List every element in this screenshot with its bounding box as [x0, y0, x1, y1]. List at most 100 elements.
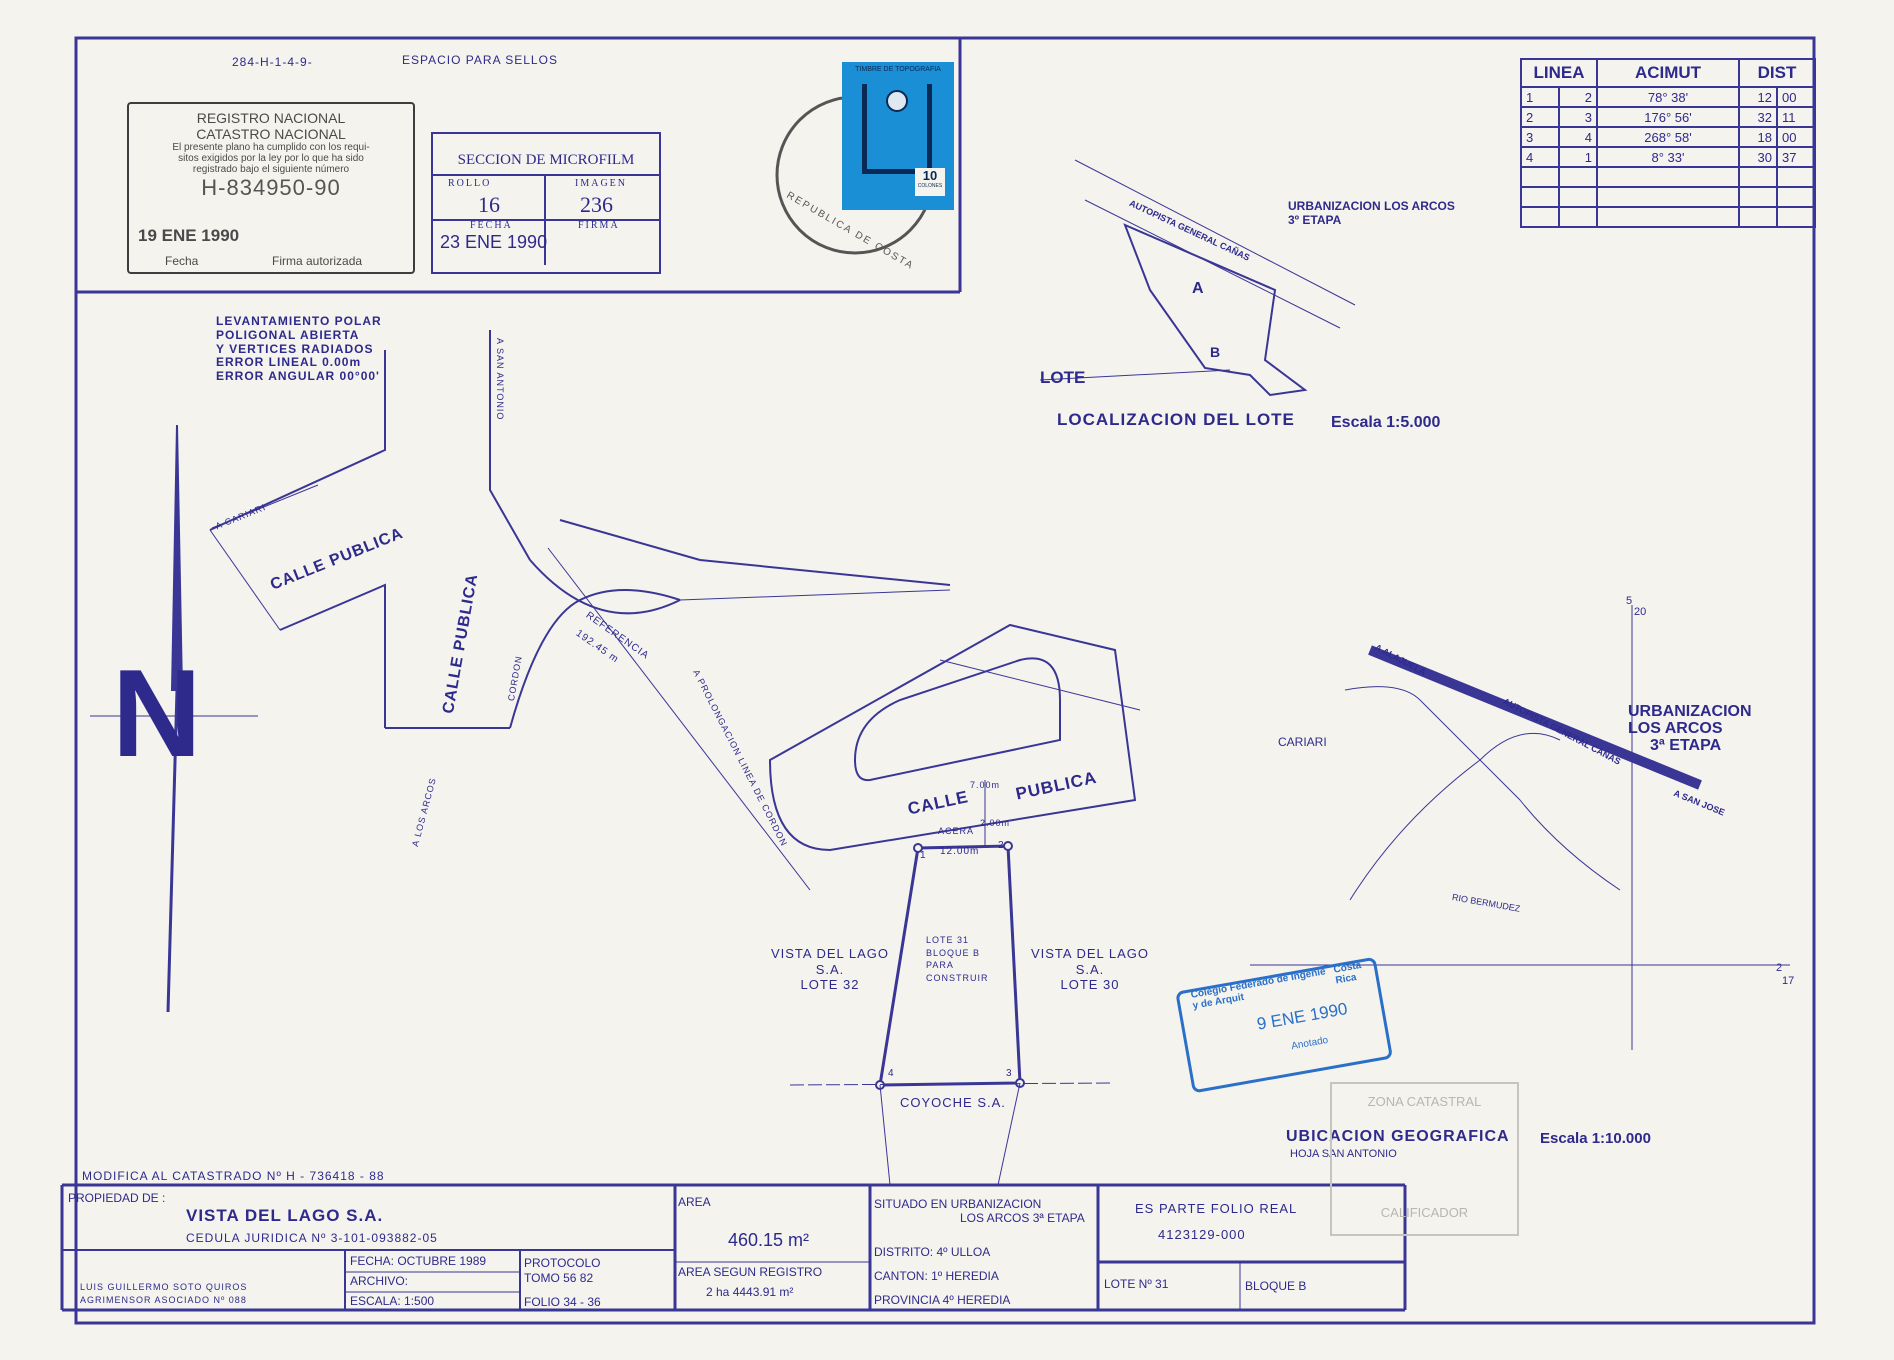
table-row: [1520, 166, 1816, 188]
situado-1: SITUADO EN URBANIZACION: [874, 1197, 1042, 1211]
geo-urb1: URBANIZACION: [1628, 703, 1752, 720]
lote31-label: LOTE 31 BLOQUE B PARA CONSTRUIR: [926, 934, 989, 984]
neighbor-right: VISTA DEL LAGO S.A. LOTE 30: [1020, 946, 1160, 993]
survey-line2: POLIGONAL ABIERTA: [216, 327, 360, 342]
lote31-line3: PARA: [926, 960, 954, 971]
stamp-value-box: 10 COLONES: [915, 168, 945, 196]
fecha: FECHA: OCTUBRE 1989: [350, 1254, 487, 1268]
area-label: AREA: [678, 1195, 711, 1209]
survey-error-lineal: ERROR LINEAL 0.00m: [216, 355, 362, 370]
microfilm-rollo-label: ROLLO: [448, 178, 492, 189]
registro-text2: sitos exigidos por la ley por lo que ha …: [178, 153, 364, 164]
loc-urb: URBANIZACION LOS ARCOS: [1288, 199, 1455, 213]
bloque: BLOQUE B: [1245, 1279, 1307, 1293]
loc-block-a: A: [1192, 280, 1204, 297]
registro-fecha-label: Fecha: [165, 254, 199, 268]
registro-line2: CATASTRO NACIONAL: [196, 126, 346, 142]
geo-hoja: HOJA SAN ANTONIO: [1290, 1148, 1397, 1160]
loc-etapa: 3º ETAPA: [1288, 213, 1342, 227]
microfilm-firma-label: FIRMA: [578, 220, 620, 231]
cell-from: 1: [1520, 86, 1560, 108]
label-front: 12.00m: [940, 846, 980, 857]
propiedad-name: VISTA DEL LAGO S.A.: [186, 1206, 384, 1225]
cell-from: 3: [1520, 126, 1560, 148]
lote31-line1: LOTE 31: [926, 935, 970, 945]
neighbor-right-3: LOTE 30: [1060, 977, 1120, 993]
modifica-note: MODIFICA AL CATASTRADO Nº H - 736418 - 8…: [82, 1169, 385, 1183]
survey-notes: LEVANTAMIENTO POLAR POLIGONAL ABIERTA Y …: [216, 314, 382, 384]
geo-coord-top2: 20: [1634, 606, 1647, 618]
registro-stamp: REGISTRO NACIONAL CATASTRO NACIONAL El p…: [130, 110, 412, 201]
agrimensor-1: LUIS GUILLERMO SOTO QUIROS: [80, 1282, 248, 1292]
microfilm-imagen: 236: [580, 192, 613, 217]
geo-urb2: LOS ARCOS: [1628, 719, 1723, 737]
folio-real-label: ES PARTE FOLIO REAL: [1135, 1201, 1298, 1216]
microfilm-rollo: 16: [478, 192, 500, 217]
point-2: 2: [998, 840, 1005, 851]
folio-real: 4123129-000: [1158, 1227, 1246, 1242]
registro-number: H-834950-90: [201, 175, 341, 200]
loc-caption: LOCALIZACION DEL LOTE: [1057, 410, 1295, 429]
topography-emblem-icon: [862, 84, 932, 174]
cell-acimut: 176° 56': [1596, 106, 1740, 128]
colegio-date: 9 ENE 1990: [1255, 999, 1349, 1034]
geo-coord-right2: 17: [1782, 975, 1795, 987]
loc-lote-label: LOTE: [1040, 368, 1086, 387]
geo-cariari: CARIARI: [1278, 735, 1327, 749]
situado-2: LOS ARCOS 3ª ETAPA: [960, 1211, 1085, 1225]
protocolo: PROTOCOLO: [524, 1256, 601, 1270]
cell-acimut: 78° 38': [1596, 86, 1740, 108]
survey-error-angular: ERROR ANGULAR 00°00': [216, 369, 380, 384]
neighbor-left-3: LOTE 32: [800, 977, 860, 993]
azimuth-header-dist: DIST: [1738, 58, 1816, 88]
point-1: 1: [920, 850, 927, 861]
neighbor-right-2: S.A.: [1075, 961, 1105, 977]
north-arrow-icon: N: [112, 645, 202, 783]
stamp-value: 10: [922, 168, 938, 183]
registro-text1: El presente plano ha cumplido con los re…: [172, 142, 370, 153]
provincia: PROVINCIA 4º HEREDIA: [874, 1293, 1011, 1307]
cell-dist-m: 12: [1738, 86, 1778, 108]
stamp-space-label: ESPACIO PARA SELLOS: [402, 53, 558, 67]
neighbor-bottom: COYOCHE S.A.: [900, 1095, 1006, 1110]
cell-dist-m: 18: [1738, 126, 1778, 148]
cell-from: 4: [1520, 146, 1560, 168]
cell-acimut: 8° 33': [1596, 146, 1740, 168]
geo-coord-right: 2: [1776, 962, 1783, 974]
loc-block-b: B: [1210, 344, 1221, 360]
cell-dist-m: 32: [1738, 106, 1778, 128]
lote31-line2: BLOQUE B: [926, 947, 981, 958]
azimuth-table: LINEA ACIMUT DIST 1 2 78° 38' 12 00 2 3 …: [1520, 58, 1816, 228]
point-3: 3: [1006, 1068, 1013, 1079]
topography-stamp: TIMBRE DE TOPOGRAFIA 10 COLONES: [842, 62, 954, 210]
archivo: ARCHIVO:: [350, 1274, 409, 1288]
plan-code: 284-H-1-4-9-: [232, 55, 313, 69]
registro-firma-label: Firma autorizada: [272, 254, 363, 268]
theodolite-icon: [886, 90, 908, 112]
cedula: CEDULA JURIDICA Nº 3-101-093882-05: [186, 1231, 438, 1245]
geo-urb3: 3ª ETAPA: [1650, 736, 1722, 754]
area-value: 460.15 m²: [728, 1230, 810, 1250]
zona-line1: ZONA CATASTRAL: [1367, 1094, 1482, 1109]
cell-dist-cm: 11: [1776, 106, 1816, 128]
geo-scale: Escala 1:10.000: [1540, 1130, 1651, 1147]
escala: ESCALA: 1:500: [350, 1294, 435, 1308]
cell-dist-cm: 37: [1776, 146, 1816, 168]
cell-dist-cm: 00: [1776, 126, 1816, 148]
area-registro-label: AREA SEGUN REGISTRO: [678, 1265, 823, 1279]
loc-scale: Escala 1:5.000: [1331, 414, 1441, 431]
stamp-unit: COLONES: [917, 183, 943, 189]
neighbor-left: VISTA DEL LAGO S.A. LOTE 32: [760, 946, 900, 993]
zona-catastral-stamp: ZONA CATASTRAL CALIFICADOR: [1330, 1082, 1519, 1236]
label-a-san-antonio: A SAN ANTONIO: [495, 338, 505, 421]
table-row: 3 4 268° 58' 18 00: [1520, 126, 1816, 148]
lote-number: LOTE Nº 31: [1104, 1277, 1169, 1291]
agrimensor-2: AGRIMENSOR ASOCIADO Nº 088: [80, 1295, 247, 1305]
folio: FOLIO 34 - 36: [524, 1295, 601, 1309]
point-4: 4: [888, 1068, 895, 1079]
cell-to: 3: [1558, 106, 1598, 128]
microfilm-fecha-label: FECHA: [470, 220, 513, 231]
cell-from: 2: [1520, 106, 1560, 128]
